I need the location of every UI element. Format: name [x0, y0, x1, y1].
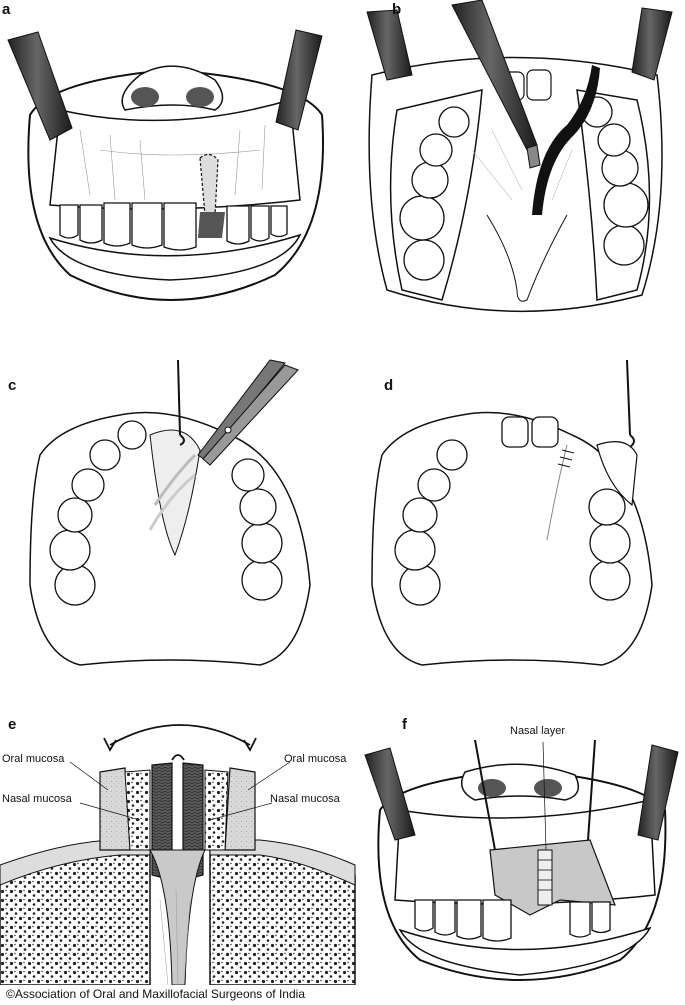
panel-f: Nasal layer f	[360, 700, 685, 985]
panel-d-letter: d	[384, 377, 394, 394]
label-oral-mucosa-left: Oral mucosa	[2, 753, 65, 765]
label-nasal-layer: Nasal layer	[510, 725, 565, 737]
nostril-right	[186, 87, 214, 107]
panel-e: Oral mucosa Nasal mucosa Oral mucosa Nas…	[0, 700, 360, 985]
retractor-right	[637, 744, 679, 841]
nasal-layer-closure	[537, 849, 553, 906]
label-nasal-mucosa-right: Nasal mucosa	[270, 793, 341, 805]
panel-e-cross-section: Oral mucosa Nasal mucosa Oral mucosa Nas…	[0, 724, 356, 985]
retractor-right	[275, 29, 323, 131]
molars-left	[399, 106, 470, 281]
cleft-gap	[198, 212, 225, 238]
copyright-notice: ©Association of Oral and Maxillofacial S…	[6, 987, 305, 1001]
scissors	[197, 359, 299, 466]
skin-hook	[177, 359, 181, 436]
retractor-left	[366, 9, 413, 81]
teeth-left	[394, 439, 468, 606]
palatal-midline	[486, 214, 568, 302]
panel-a-illustration	[7, 29, 324, 301]
panel-b-illustration	[366, 0, 673, 313]
upper-teeth	[59, 202, 288, 251]
skin-hook	[626, 359, 631, 436]
teeth-right	[231, 458, 283, 601]
panel-f-letter: f	[402, 716, 407, 733]
panel-d-illustration	[371, 359, 653, 666]
retracted-flap	[596, 441, 638, 507]
panel-c-letter: c	[8, 377, 17, 394]
label-oral-mucosa-right: Oral mucosa	[284, 753, 347, 765]
panel-c-illustration	[29, 359, 311, 666]
retractor-left	[7, 31, 73, 141]
panel-c: c	[0, 355, 342, 675]
panel-a: a	[0, 0, 342, 340]
panel-d: d	[342, 355, 685, 675]
scalpel	[451, 0, 541, 169]
panel-a-letter: a	[2, 1, 11, 18]
panel-b-letter: b	[392, 1, 402, 18]
skin-hook-right	[587, 739, 596, 841]
retractor-left	[364, 747, 416, 841]
skin-hook-left	[474, 739, 496, 851]
retractor-right	[631, 7, 673, 81]
alveolar-cleft	[199, 153, 219, 216]
suture-line	[557, 449, 575, 468]
rotation-arrow-inner	[171, 754, 185, 761]
panel-e-letter: e	[8, 716, 17, 733]
teeth-right	[588, 488, 631, 601]
label-nasal-mucosa-left: Nasal mucosa	[2, 793, 73, 805]
rotation-arrow-outer	[109, 724, 251, 746]
cleft-fistula	[532, 65, 600, 215]
teeth-left	[49, 420, 147, 606]
lower-lip	[48, 233, 302, 281]
oral-mucosa-right-layer	[224, 767, 256, 851]
panel-f-illustration: Nasal layer	[364, 725, 679, 981]
panel-b: b	[342, 0, 685, 340]
incisors	[501, 416, 559, 448]
nostril-left	[131, 87, 159, 107]
